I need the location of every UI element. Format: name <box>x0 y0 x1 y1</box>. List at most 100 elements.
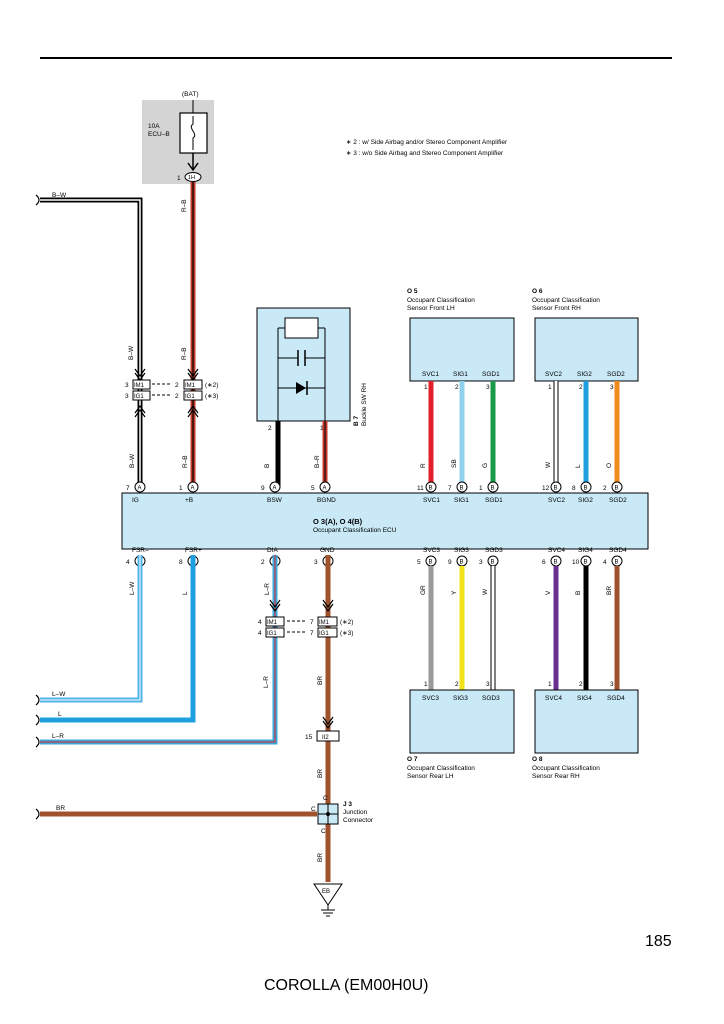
svg-text:4: 4 <box>258 619 262 626</box>
svg-text:Occupant Classification: Occupant Classification <box>407 297 475 304</box>
sensor-o6: O 6 Occupant Classification Sensor Front… <box>532 288 639 391</box>
wire-dia <box>40 555 278 745</box>
svg-text:(∗2): (∗2) <box>205 382 218 389</box>
svg-text:Occupant Classification: Occupant Classification <box>407 765 475 772</box>
wire-fsr-plus <box>40 555 196 723</box>
svg-text:B: B <box>615 560 619 566</box>
sensor-o8: 1 2 3 SVC4 SIG4 SGD4 O 8 Occupant Classi… <box>532 681 639 780</box>
svg-text:3: 3 <box>610 384 614 391</box>
svg-text:SGD2: SGD2 <box>607 371 625 378</box>
svg-text:R–B: R–B <box>182 455 189 468</box>
fuse-connector <box>184 172 202 182</box>
svg-text:IG: IG <box>132 497 139 504</box>
connector-im1-ig1-top: IM1 IG1 3 3 2 2 IM1 IG1 (∗2) (∗3) <box>125 368 218 418</box>
svg-text:B–W: B–W <box>129 453 136 468</box>
svg-text:7: 7 <box>310 630 314 637</box>
svg-text:B: B <box>429 560 433 566</box>
svg-text:A: A <box>138 486 142 492</box>
svg-text:GR: GR <box>420 585 427 595</box>
sensor-o7: 1 2 3 SVC3 SIG3 SGD3 O 7 Occupant Classi… <box>407 681 515 780</box>
svg-text:V: V <box>545 590 552 595</box>
svg-text:FSR+: FSR+ <box>185 547 202 554</box>
wire-label: B–W <box>128 345 135 360</box>
svg-text:B: B <box>491 486 495 492</box>
svg-text:B: B <box>460 560 464 566</box>
svg-text:(∗3): (∗3) <box>205 393 218 400</box>
svg-text:C: C <box>311 806 316 813</box>
svg-text:SVC3: SVC3 <box>423 547 440 554</box>
svg-text:1: 1 <box>548 384 552 391</box>
junction-line2: Connector <box>343 817 374 824</box>
svg-text:15: 15 <box>305 734 313 741</box>
svg-text:B: B <box>460 486 464 492</box>
left-wire-l: L <box>58 711 62 718</box>
ecu-bottom-pins: A4FSR–L–WA8FSR+LA2DIAL–RA3GNDB5SVC3GRB9S… <box>126 547 627 595</box>
svg-text:B: B <box>575 591 582 595</box>
svg-text:O: O <box>606 463 613 468</box>
fuse-name: ECU–B <box>148 131 170 138</box>
svg-text:7: 7 <box>310 619 314 626</box>
ground-name: EB <box>322 889 330 895</box>
svg-text:SIG2: SIG2 <box>577 371 592 378</box>
note-1: ∗ 2 : w/ Side Airbag and/or Stereo Compo… <box>346 139 508 146</box>
ecu-top-pin-ig: A 7IG B–W <box>126 453 146 504</box>
svg-text:L–R: L–R <box>263 676 270 688</box>
junction-id: J 3 <box>343 801 352 808</box>
svg-text:B: B <box>615 486 619 492</box>
resistor-icon <box>284 317 319 339</box>
svg-text:2: 2 <box>455 384 459 391</box>
svg-text:L–R: L–R <box>264 583 271 595</box>
occupant-classification-ecu <box>121 492 649 550</box>
svg-text:C: C <box>321 828 326 835</box>
fuse-element-icon <box>190 116 196 150</box>
wire-label: R–B <box>181 347 188 360</box>
svg-text:Sensor Front LH: Sensor Front LH <box>407 305 455 312</box>
svg-text:3: 3 <box>486 384 490 391</box>
svg-text:8: 8 <box>572 485 576 492</box>
svg-text:O 8: O 8 <box>532 756 543 763</box>
svg-text:A: A <box>323 486 327 492</box>
svg-text:SGD1: SGD1 <box>485 497 503 504</box>
svg-text:(∗3): (∗3) <box>340 630 353 637</box>
svg-text:IG1: IG1 <box>185 394 195 400</box>
svg-text:SVC1: SVC1 <box>422 371 439 378</box>
svg-text:SVC4: SVC4 <box>545 695 562 702</box>
svg-text:7: 7 <box>448 485 452 492</box>
svg-text:BGND: BGND <box>317 497 336 504</box>
svg-text:GND: GND <box>320 547 335 554</box>
svg-text:3: 3 <box>125 393 129 400</box>
wire-fsr-minus <box>40 555 143 703</box>
svg-text:4: 4 <box>603 559 607 566</box>
svg-text:10: 10 <box>572 559 580 566</box>
svg-text:IG1: IG1 <box>319 631 329 637</box>
left-wire-lw: L–W <box>52 691 66 698</box>
left-wire-br: BR <box>56 805 65 812</box>
left-wire-lr: L–R <box>52 733 64 740</box>
svg-text:A: A <box>191 486 195 492</box>
svg-text:B: B <box>554 560 558 566</box>
svg-text:SVC2: SVC2 <box>548 497 565 504</box>
svg-text:4: 4 <box>126 559 130 566</box>
svg-text:B: B <box>584 486 588 492</box>
connector-ii2 <box>316 730 340 742</box>
svg-text:Sensor Rear LH: Sensor Rear LH <box>407 773 454 780</box>
svg-text:9: 9 <box>448 559 452 566</box>
svg-text:SVC1: SVC1 <box>423 497 440 504</box>
wire-label: R–B <box>181 199 188 212</box>
svg-text:W: W <box>545 461 552 468</box>
svg-text:3: 3 <box>610 681 614 688</box>
note-2: ∗ 3 : w/o Side Airbag and Stereo Compone… <box>346 150 504 157</box>
svg-text:BR: BR <box>317 853 324 862</box>
svg-text:7: 7 <box>126 485 130 492</box>
svg-text:R: R <box>420 463 427 468</box>
svg-text:2: 2 <box>603 485 607 492</box>
svg-text:SGD1: SGD1 <box>482 371 500 378</box>
svg-text:DIA: DIA <box>267 547 279 554</box>
ecu-bottom-pin-gnd: A3GND <box>314 547 335 567</box>
ecu-top-pin-b: A1+BR–B <box>179 455 199 504</box>
